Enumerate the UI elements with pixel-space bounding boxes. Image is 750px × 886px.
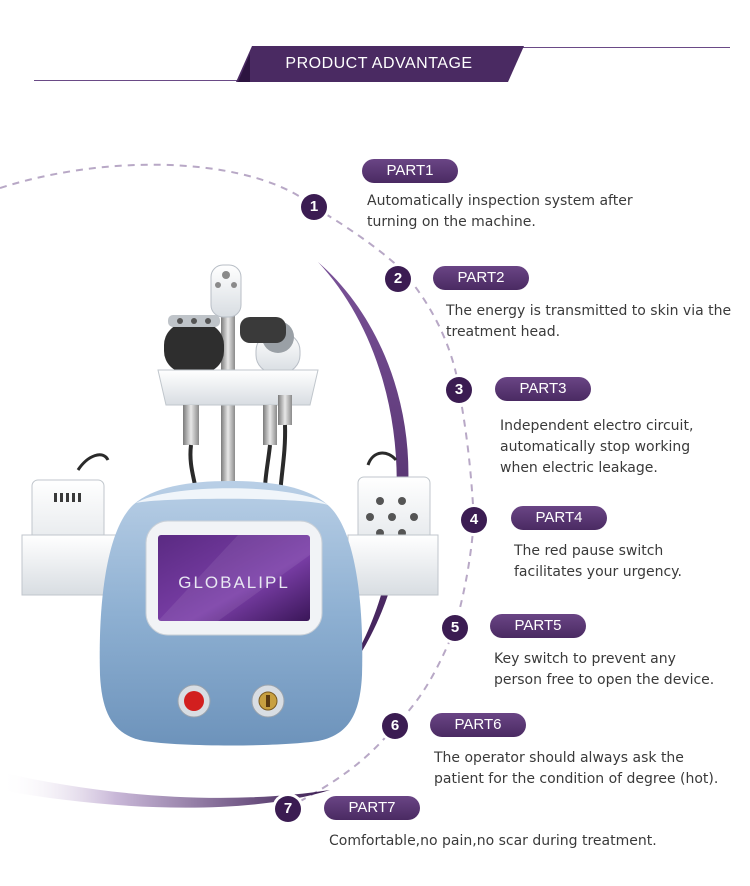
part-number-1: 1 bbox=[301, 194, 327, 220]
part-description-4: The red pause switch facilitates your ur… bbox=[514, 543, 682, 580]
part-number-2: 2 bbox=[385, 266, 411, 292]
part-description-5: Key switch to prevent any person free to… bbox=[494, 651, 715, 688]
part-number-7: 7 bbox=[275, 796, 301, 822]
product-machine-illustration: GLOBALIPL bbox=[21, 264, 439, 746]
screen-logo: GLOBALIPL bbox=[178, 573, 290, 592]
header-banner bbox=[236, 46, 524, 82]
part-description-6: The operator should always ask the patie… bbox=[434, 750, 719, 787]
part-number-5: 5 bbox=[442, 615, 468, 641]
part-label-6: PART6 bbox=[430, 713, 526, 737]
part-label-2: PART2 bbox=[433, 266, 529, 290]
part-label-1: PART1 bbox=[362, 159, 458, 183]
part-label-5: PART5 bbox=[490, 614, 586, 638]
part-label-4: PART4 bbox=[511, 506, 607, 530]
part-description-1: Automatically inspection system after tu… bbox=[367, 193, 633, 230]
header-rule-right bbox=[520, 47, 730, 48]
part-number-6: 6 bbox=[382, 713, 408, 739]
page-title: PRODUCT ADVANTAGE bbox=[285, 55, 473, 72]
part-description-3: Independent electro circuit, automatical… bbox=[500, 418, 694, 476]
part-label-3: PART3 bbox=[495, 377, 591, 401]
part-label-7: PART7 bbox=[324, 796, 420, 820]
header-rule-left bbox=[34, 80, 244, 81]
part-description-7: Comfortable,no pain,no scar during treat… bbox=[329, 833, 657, 849]
part-number-3: 3 bbox=[446, 377, 472, 403]
part-description-2: The energy is transmitted to skin via th… bbox=[446, 303, 732, 340]
part-number-4: 4 bbox=[461, 507, 487, 533]
